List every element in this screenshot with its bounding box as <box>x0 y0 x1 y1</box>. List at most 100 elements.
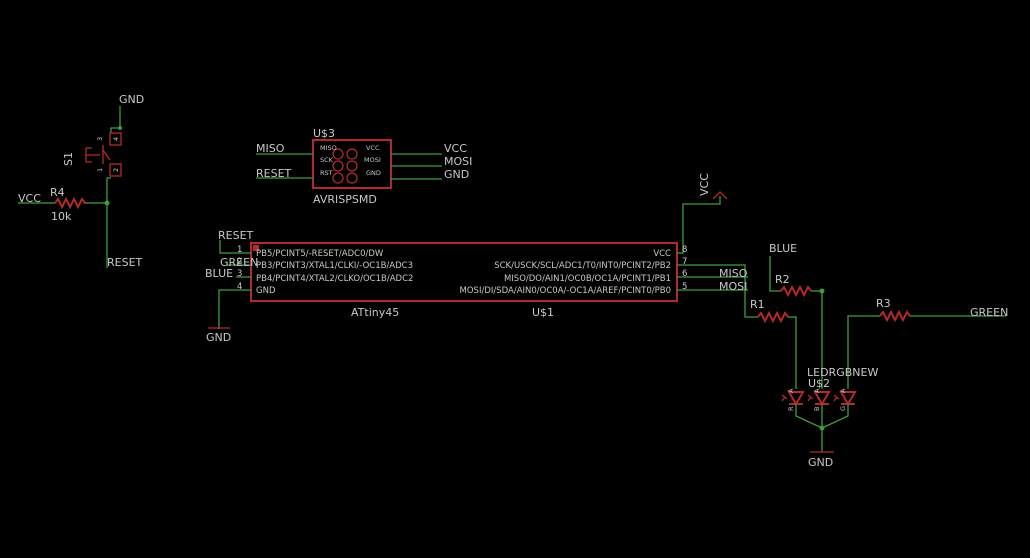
mcu-pin-name-vcc: VCC <box>653 249 671 259</box>
mcu-pin-name-pb0: MOSI/DI/SDA/AIN0/OC0A/-OC1A/AREF/PCINT0/… <box>460 286 671 296</box>
mcu-pin-name-gnd: GND <box>256 286 276 296</box>
resistor-r3 <box>879 309 911 323</box>
junction-reset <box>104 200 110 206</box>
label-isp-value: AVRISPSMD <box>313 193 377 206</box>
isp-pin-sck: SCK <box>320 156 334 164</box>
junction-r2 <box>819 288 825 294</box>
mcu-pin-name-pb3: PB3/PCINT3/XTAL1/CLKI/-OC1B/ADC3 <box>256 261 413 271</box>
junction-gnd <box>118 126 122 130</box>
label-mcu-name: U$1 <box>532 306 554 319</box>
led-pin-b: B <box>813 407 821 411</box>
mcu-body <box>250 242 678 302</box>
led-pin-a2: A <box>813 388 821 393</box>
s1-pin-box-top <box>109 132 122 146</box>
mcu-pin-name-pb1: MISO/DO/AIN1/OC0B/OC1A/PCINT1/PB1 <box>504 274 671 284</box>
isp-wires-left <box>256 153 313 179</box>
resistor-r1 <box>757 310 789 324</box>
wire-gnd-s1 <box>110 106 121 133</box>
label-isp-mosi-net: MOSI <box>444 155 472 168</box>
s1-pin-4: 4 <box>112 137 120 141</box>
led-pin-g: G <box>839 406 847 411</box>
label-isp-vcc-net: VCC <box>444 142 467 155</box>
label-r4-value: 10k <box>51 210 72 223</box>
label-mcu-green-net: GREEN <box>220 256 258 269</box>
mcu-wire-reset <box>219 240 251 254</box>
mcu-wire-pb2 <box>677 264 758 318</box>
isp-pad-3 <box>332 160 344 172</box>
label-r3: R3 <box>876 297 891 310</box>
wire-r1-led-r <box>788 316 797 389</box>
mcu-pin-name-pb2: SCK/USCK/SCL/ADC1/T0/INT0/PCINT2/PB2 <box>494 261 671 271</box>
label-vcc-supply: VCC <box>698 173 711 196</box>
label-vcc-left: VCC <box>18 192 41 205</box>
mcu-pin-1: 1 <box>237 245 242 255</box>
isp-pin-miso: MISO <box>320 144 337 152</box>
label-mosi-right: MOSI <box>719 280 747 293</box>
label-gnd-top: GND <box>119 93 144 106</box>
led-pin-r: R <box>787 406 795 411</box>
led-emission-arrows <box>781 394 840 402</box>
label-mcu-blue-net: BLUE <box>205 267 233 280</box>
mcu-pin1-marker <box>253 245 259 251</box>
isp-pin-gnd: GND <box>366 169 381 177</box>
mcu-pin-5: 5 <box>682 282 687 292</box>
label-isp-name: U$3 <box>313 127 335 140</box>
label-r1: R1 <box>750 298 765 311</box>
wire-led-g-r3 <box>847 315 880 389</box>
led-pin-a3: A <box>839 388 847 393</box>
label-reset-left: RESET <box>107 256 143 269</box>
mcu-pin-6: 6 <box>682 269 687 279</box>
isp-pad-2 <box>346 148 358 160</box>
mcu-pin-7: 7 <box>682 257 687 267</box>
vcc-supply-symbol <box>712 191 728 200</box>
isp-pad-1 <box>332 148 344 160</box>
mcu-wire-vcc <box>677 196 721 254</box>
led-pin-a1: A <box>787 388 795 393</box>
rgb-led-section: BLUE R2 R1 R3 GREEN LEDRGBNEW U$2 R B G … <box>750 242 1008 469</box>
isp-pad-4 <box>346 160 358 172</box>
isp-pad-5 <box>332 172 344 184</box>
wire-s1-reset <box>106 177 111 268</box>
label-gnd-led: GND <box>808 456 833 469</box>
label-r4: R4 <box>50 186 65 199</box>
label-green-right: GREEN <box>970 306 1008 319</box>
mcu-pin-name-pb4: PB4/PCINT4/XTAL2/CLKO/OC1B/ADC2 <box>256 274 413 284</box>
label-miso-right: MISO <box>719 267 748 280</box>
isp-body <box>312 139 392 189</box>
isp-wires-right <box>391 153 442 180</box>
isp-pin-vcc: VCC <box>366 144 380 152</box>
switch-s1-group: GND S1 3 4 1 2 VCC R4 10k RESET <box>18 93 144 269</box>
mcu-pin-4: 4 <box>237 282 242 292</box>
label-mcu-value: ATtiny45 <box>351 306 399 319</box>
label-isp-gnd-net: GND <box>444 168 469 181</box>
junction-led-common <box>819 425 825 431</box>
label-mcu-reset-net: RESET <box>218 229 254 242</box>
label-s1: S1 <box>62 152 75 166</box>
s1-switch-symbol <box>85 145 111 164</box>
mcu-pin-2: 2 <box>237 257 242 267</box>
mcu-pin-name-pb5: PB5/PCINT5/-RESET/ADC0/DW <box>256 249 384 259</box>
label-mcu-gnd-net: GND <box>206 331 231 344</box>
label-isp-miso-net: MISO <box>256 142 285 155</box>
isp-pin-rst: RST <box>320 169 333 177</box>
mcu-pin-8: 8 <box>682 245 687 255</box>
mcu-pin-3: 3 <box>237 269 242 279</box>
label-led-value: LEDRGBNEW <box>807 366 878 379</box>
label-isp-reset-net: RESET <box>256 167 292 180</box>
isp-pin-mosi: MOSI <box>364 156 381 164</box>
wire-blue-r2 <box>769 256 781 292</box>
resistor-r2 <box>780 284 812 298</box>
label-led-name: U$2 <box>808 377 830 390</box>
resistor-r4 <box>54 196 87 210</box>
s1-pin-1: 1 <box>96 168 104 172</box>
isp-header-u3: U$3 AVRISPSMD MISO RESET VCC MOSI GND MI… <box>256 127 472 206</box>
label-r2: R2 <box>775 273 790 286</box>
mcu-wire-gnd <box>218 289 251 329</box>
s1-pin-box-bottom <box>109 163 122 177</box>
mcu-attiny45: RESET GREEN BLUE GND 1 2 3 4 8 7 6 5 PB5… <box>205 173 758 344</box>
s1-pin-3: 3 <box>96 137 104 141</box>
label-blue-right: BLUE <box>769 242 797 255</box>
s1-pin-2: 2 <box>112 168 120 172</box>
isp-pad-6 <box>346 172 358 184</box>
